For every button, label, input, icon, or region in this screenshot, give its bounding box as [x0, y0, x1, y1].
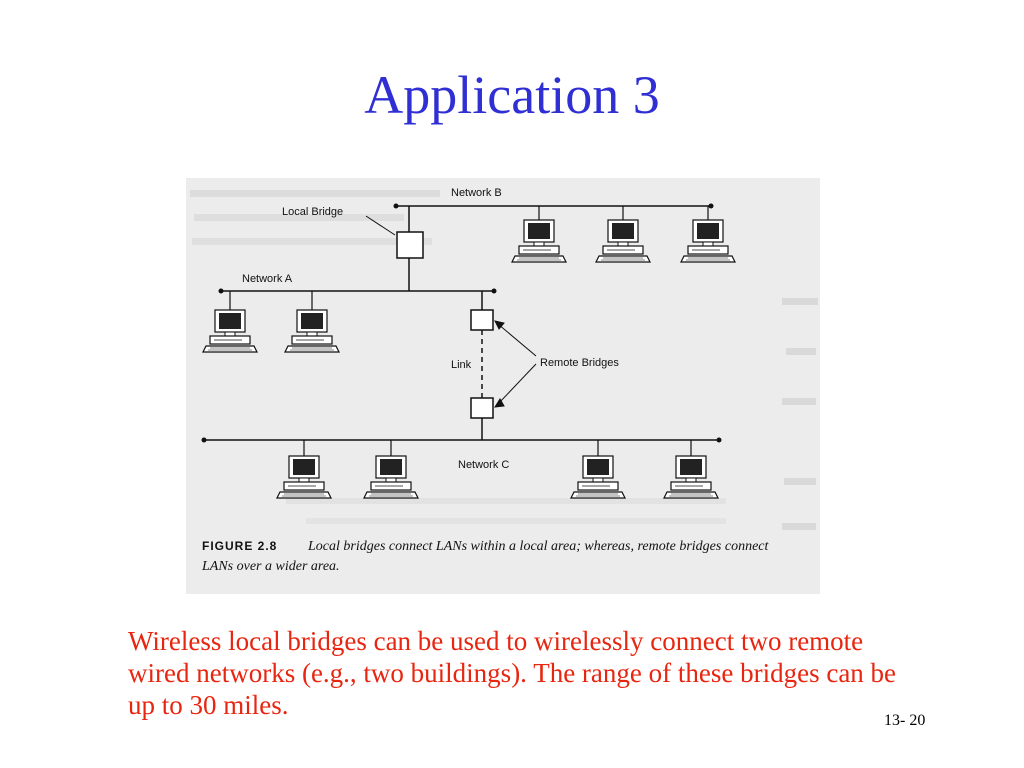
body-text: Wireless local bridges can be used to wi… — [128, 626, 897, 720]
page-number: 13- 20 — [884, 712, 926, 729]
remote-bridges — [470, 291, 494, 440]
remote-bridges-label: Remote Bridges — [540, 357, 619, 369]
computer-b2 — [595, 206, 651, 263]
link-label: Link — [451, 359, 472, 371]
computer-b1 — [511, 206, 567, 263]
slide-title: Application 3 — [364, 65, 660, 125]
figure-caption-line2: LANs over a wider area. — [201, 559, 340, 574]
remote-bridges-pointer — [494, 320, 537, 408]
computer-a1 — [202, 291, 258, 353]
network-b-label: Network B — [451, 187, 502, 199]
figure-caption-label: FIGURE 2.8 — [202, 539, 277, 553]
computer-c2 — [363, 440, 419, 499]
computer-c3 — [570, 440, 626, 499]
computer-c4 — [663, 440, 719, 499]
network-a-label: Network A — [242, 273, 293, 285]
local-bridge-label: Local Bridge — [282, 206, 343, 218]
network-c-label: Network C — [458, 459, 509, 471]
computer-b3 — [680, 206, 736, 263]
local-bridge — [396, 206, 424, 291]
background-texture — [190, 190, 818, 530]
computer-a2 — [284, 291, 340, 353]
computer-c1 — [276, 440, 332, 499]
figure-caption-line1: Local bridges connect LANs within a loca… — [307, 539, 769, 554]
local-bridge-pointer — [365, 215, 396, 236]
network-figure: Network B Network A Network C Local Brid… — [186, 178, 820, 594]
